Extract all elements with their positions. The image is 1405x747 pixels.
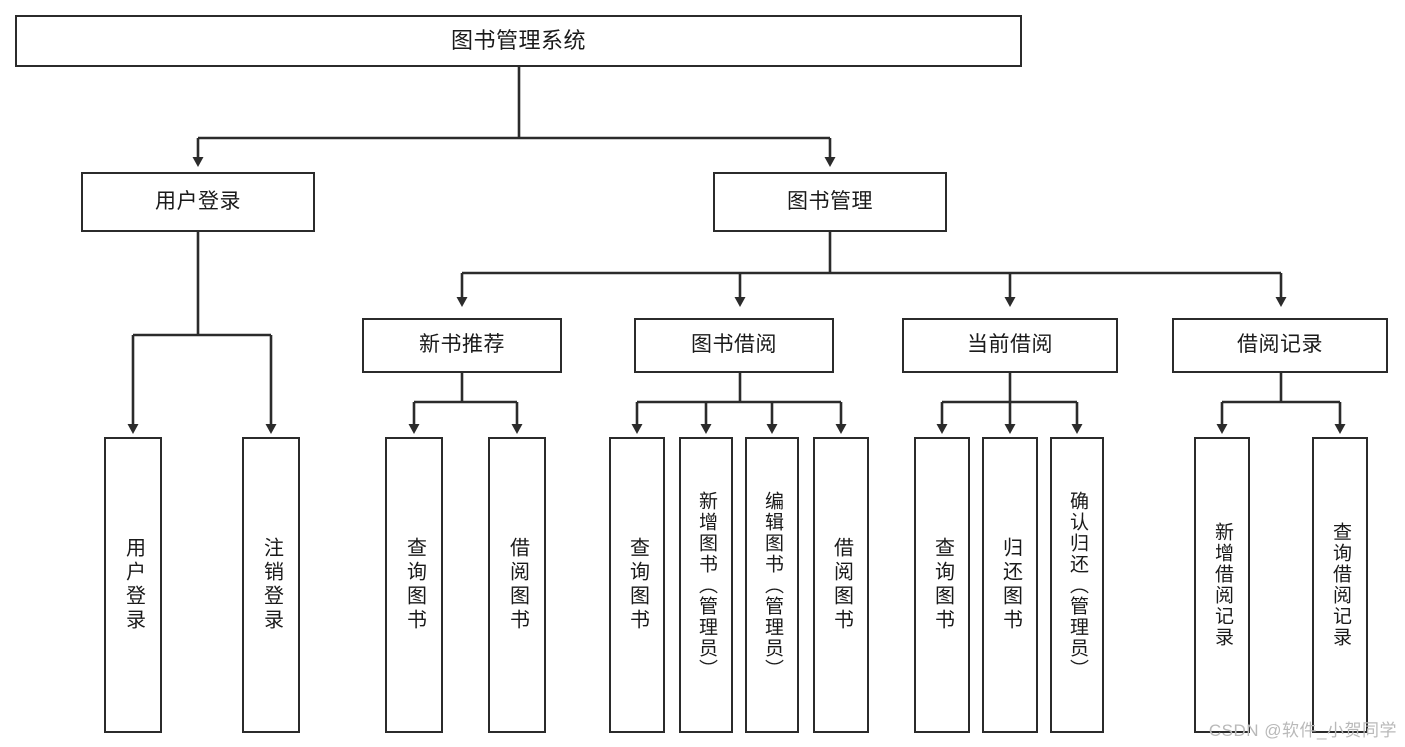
node-label: 查询借阅记录 — [1329, 522, 1351, 648]
leaf-return-book[interactable]: 归还图书 — [982, 437, 1038, 733]
node-root-system[interactable]: 图书管理系统 — [15, 15, 1022, 67]
node-label: 归还图书 — [999, 537, 1022, 633]
node-label: 图书管理系统 — [450, 28, 586, 54]
node-label: 查询图书 — [931, 537, 954, 633]
leaf-query-borrow-record[interactable]: 查询借阅记录 — [1312, 437, 1368, 733]
node-new-book-recommend[interactable]: 新书推荐 — [362, 318, 562, 373]
node-label: 编辑图书（管理员） — [761, 490, 783, 680]
leaf-borrow-book[interactable]: 借阅图书 — [813, 437, 869, 733]
node-label: 确认归还（管理员） — [1066, 490, 1088, 680]
leaf-query-book-borrow[interactable]: 查询图书 — [609, 437, 665, 733]
node-label: 借阅记录 — [1237, 333, 1323, 357]
node-label: 查询图书 — [403, 537, 426, 633]
node-label: 用户登录 — [122, 537, 145, 633]
node-current-borrow[interactable]: 当前借阅 — [902, 318, 1118, 373]
leaf-query-book-current[interactable]: 查询图书 — [914, 437, 970, 733]
node-book-borrow[interactable]: 图书借阅 — [634, 318, 834, 373]
leaf-add-borrow-record[interactable]: 新增借阅记录 — [1194, 437, 1250, 733]
node-label: 借阅图书 — [506, 537, 529, 633]
node-label: 查询图书 — [626, 537, 649, 633]
csdn-watermark: CSDN @软件_小贺同学 — [1208, 721, 1397, 740]
node-label: 新书推荐 — [419, 333, 505, 357]
leaf-add-book-admin[interactable]: 新增图书（管理员） — [679, 437, 733, 733]
node-label: 图书管理 — [787, 189, 873, 213]
node-label: 当前借阅 — [967, 333, 1053, 357]
leaf-edit-book-admin[interactable]: 编辑图书（管理员） — [745, 437, 799, 733]
node-label: 借阅图书 — [830, 537, 853, 633]
node-label: 图书借阅 — [691, 333, 777, 357]
node-label: 新增图书（管理员） — [695, 490, 717, 680]
leaf-borrow-book-recommend[interactable]: 借阅图书 — [488, 437, 546, 733]
node-label: 用户登录 — [155, 189, 241, 213]
node-book-management[interactable]: 图书管理 — [713, 172, 947, 232]
node-borrow-record[interactable]: 借阅记录 — [1172, 318, 1388, 373]
node-label: 新增借阅记录 — [1211, 522, 1233, 648]
leaf-logout[interactable]: 注销登录 — [242, 437, 300, 733]
leaf-query-book-recommend[interactable]: 查询图书 — [385, 437, 443, 733]
leaf-confirm-return-admin[interactable]: 确认归还（管理员） — [1050, 437, 1104, 733]
leaf-user-login[interactable]: 用户登录 — [104, 437, 162, 733]
node-user-login[interactable]: 用户登录 — [81, 172, 315, 232]
node-label: 注销登录 — [260, 537, 283, 633]
